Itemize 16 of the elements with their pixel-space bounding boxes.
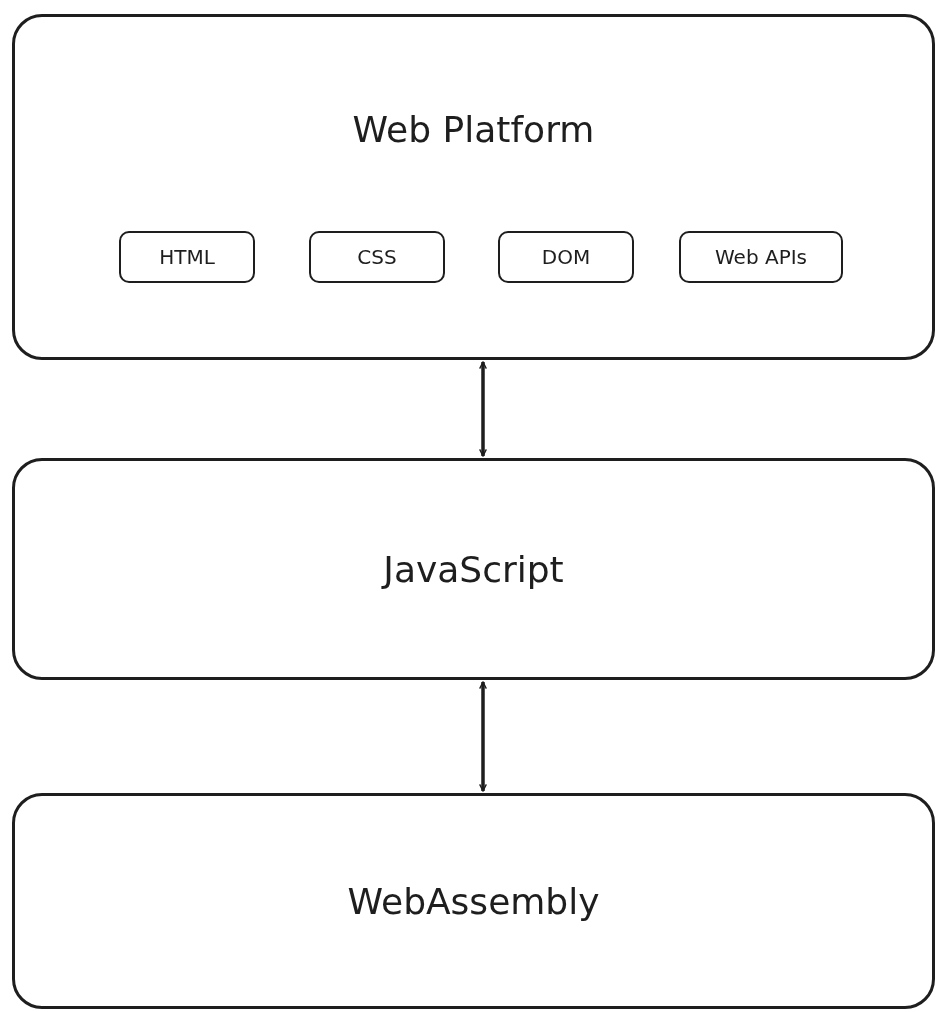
item-box [498, 231, 634, 283]
item-box [119, 231, 255, 283]
layer-box [12, 458, 935, 680]
double-arrow [479, 681, 487, 792]
item-box [309, 231, 445, 283]
layer-title: Web Platform [352, 109, 595, 150]
double-arrow [479, 361, 487, 457]
layer-box [12, 793, 935, 1009]
item-label: CSS [357, 245, 397, 269]
layer-box [12, 14, 935, 360]
item-box [679, 231, 843, 283]
item-label: HTML [159, 245, 215, 269]
layer-title: WebAssembly [347, 880, 600, 922]
item-label: DOM [541, 245, 591, 269]
item-label: Web APIs [715, 245, 807, 269]
layer-title: JavaScript [383, 548, 564, 590]
